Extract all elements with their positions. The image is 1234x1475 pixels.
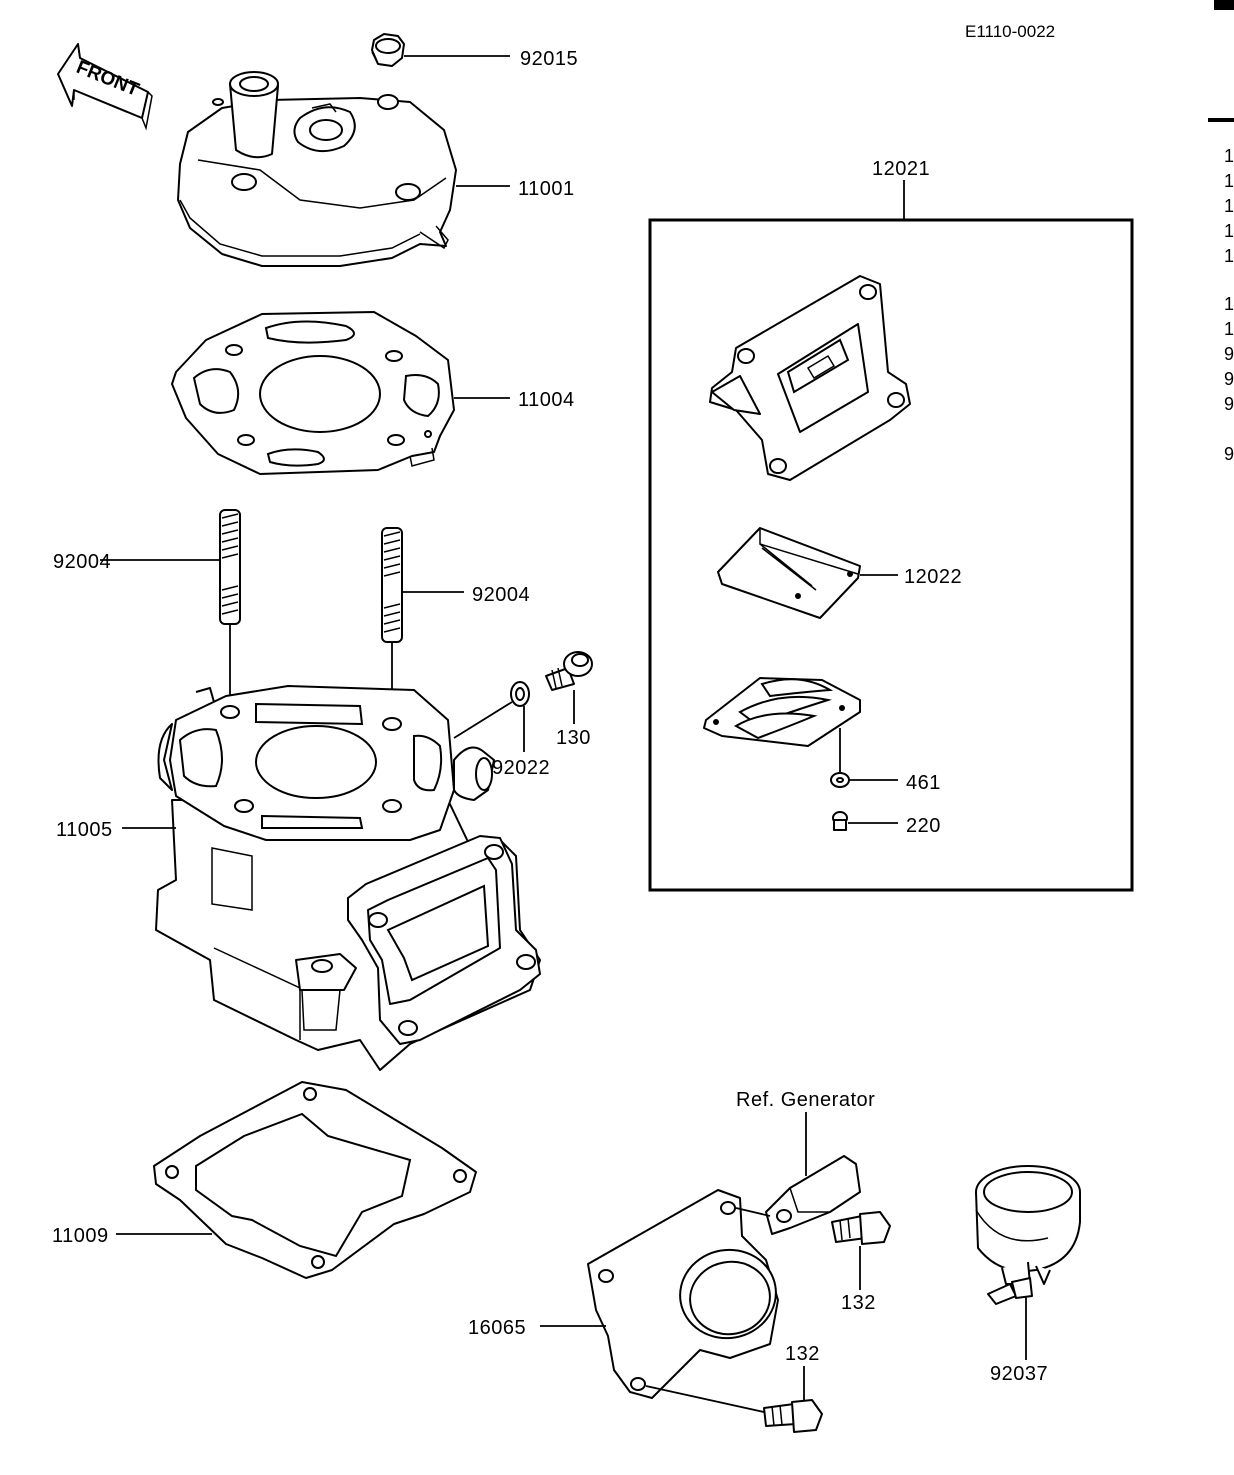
head-gasket-11004 (171, 311, 455, 475)
label-92015: 92015 (520, 48, 578, 70)
diagram-code: E1110-0022 (965, 22, 1055, 41)
margin-digit: 1 (1224, 196, 1234, 216)
label-11009: 11009 (52, 1225, 109, 1247)
nut-92015 (371, 33, 405, 67)
bolt-132-upper (831, 1211, 891, 1245)
intake-manifold-16065 (587, 1189, 779, 1399)
front-arrow-icon: FRONT (57, 43, 153, 131)
label-92004-right: 92004 (472, 584, 530, 606)
margin-digit: 9 (1224, 369, 1234, 389)
label-92004-left: 92004 (53, 551, 111, 573)
margin-digit: 1 (1224, 171, 1234, 191)
label-12022: 12022 (904, 566, 962, 588)
base-gasket-11009 (153, 1081, 477, 1279)
reed-12022 (717, 527, 861, 619)
washer-461 (830, 772, 850, 788)
label-220: 220 (906, 815, 941, 837)
stud-92004-left (219, 509, 241, 625)
reed-valve-assembly-box (648, 218, 1134, 892)
label-12021: 12021 (872, 158, 930, 180)
cylinder-head-11001 (177, 71, 457, 267)
right-margin-crop: 1 1 1 1 1 1 1 9 9 9 9 (1208, 0, 1234, 464)
generator-bracket (765, 1155, 861, 1235)
screw-220 (832, 811, 848, 831)
stud-92004-right (381, 527, 403, 643)
label-11005: 11005 (56, 819, 113, 841)
leader-manifold-bolt (645, 1385, 765, 1413)
label-92037: 92037 (990, 1363, 1048, 1385)
label-ref-generator: Ref. Generator (736, 1089, 875, 1111)
label-11001: 11001 (518, 178, 575, 200)
reed-stopper (703, 677, 861, 747)
label-132-lower: 132 (785, 1343, 820, 1365)
cylinder-11005 (155, 685, 541, 1071)
reed-valve-body (709, 275, 911, 481)
margin-digit: 1 (1224, 221, 1234, 241)
label-16065: 16065 (468, 1317, 526, 1339)
label-132-upper: 132 (841, 1292, 876, 1314)
margin-digit: 1 (1224, 146, 1234, 166)
washer-92022 (510, 681, 530, 707)
margin-digit: 1 (1224, 246, 1234, 266)
margin-digit: 9 (1224, 344, 1234, 364)
label-130: 130 (556, 727, 591, 749)
margin-digit: 1 (1224, 294, 1234, 314)
leader-92022 (453, 701, 513, 739)
margin-digit: 1 (1224, 319, 1234, 339)
clamp-92037 (975, 1165, 1081, 1305)
label-461: 461 (906, 772, 941, 794)
screw-130 (545, 651, 593, 691)
label-11004: 11004 (518, 389, 575, 411)
margin-digit: 9 (1224, 444, 1234, 464)
leader-manifold-bracket (735, 1207, 771, 1217)
margin-digit: 9 (1224, 394, 1234, 414)
bolt-132-lower (763, 1399, 823, 1433)
label-92022: 92022 (492, 757, 550, 779)
